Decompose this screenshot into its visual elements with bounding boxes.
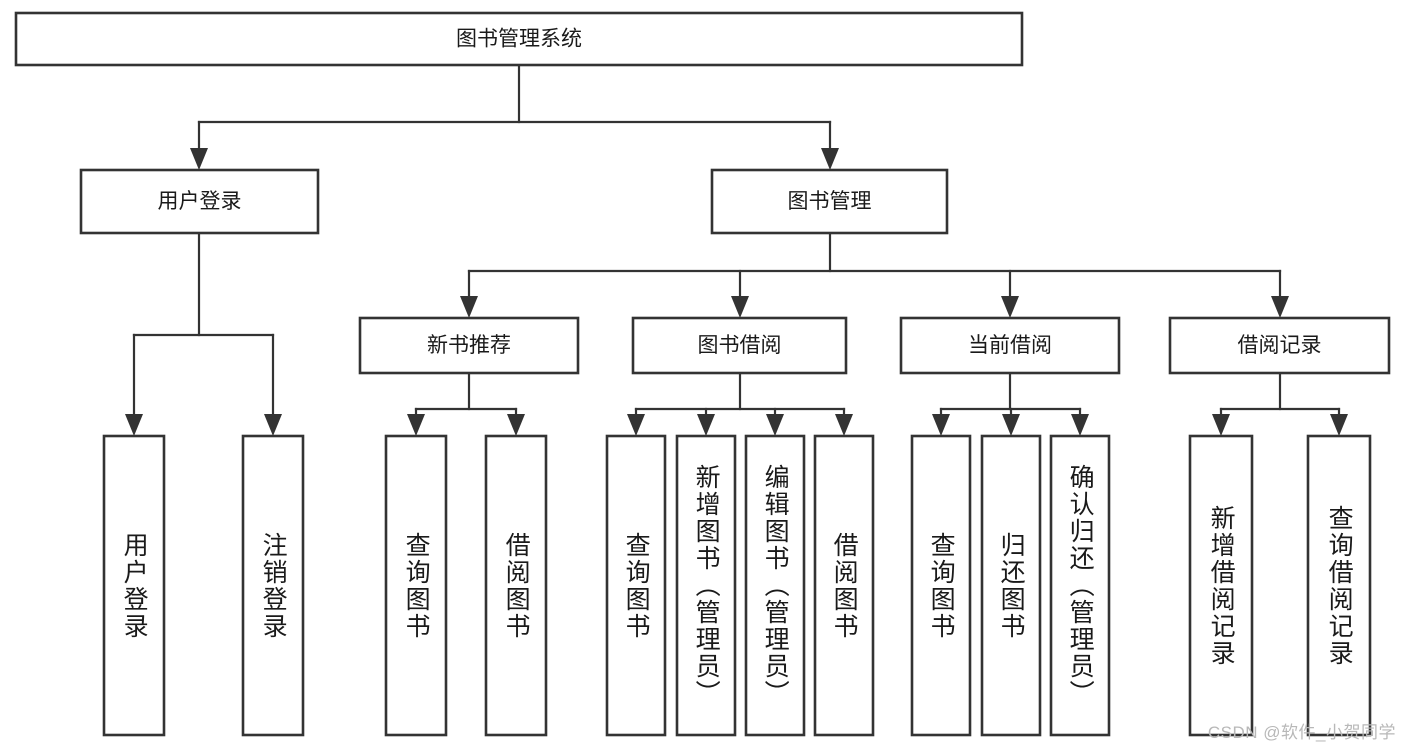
node-label-borrow-record: 借阅记录 — [1238, 334, 1322, 357]
arrow-head-new-book-recommend-drop-1 — [507, 414, 525, 436]
node-box-leaf-query-book-recommend[interactable] — [384, 434, 448, 737]
arrow-head-book-borrow-drop-3 — [835, 414, 853, 436]
node-box-book-manage[interactable] — [710, 168, 949, 235]
node-box-leaf-borrow-book-recommend[interactable] — [484, 434, 548, 737]
arrow-head-new-book-recommend-drop-0 — [407, 414, 425, 436]
connectors-layer — [125, 63, 1348, 436]
watermark-text: CSDN @软件_小贺同学 — [1207, 723, 1396, 742]
node-box-leaf-borrow-book[interactable] — [813, 434, 875, 737]
arrow-head-book-manage-drop-1 — [731, 296, 749, 318]
arrow-head-book-borrow-drop-2 — [766, 414, 784, 436]
arrow-head-current-borrow-drop-1 — [1002, 414, 1020, 436]
arrow-head-book-borrow-drop-0 — [627, 414, 645, 436]
arrow-head-current-borrow-drop-2 — [1071, 414, 1089, 436]
node-box-user-login[interactable] — [79, 168, 320, 235]
node-box-leaf-edit-book[interactable] — [744, 434, 806, 737]
node-box-new-book-recommend[interactable] — [358, 316, 580, 375]
node-box-leaf-query-borrow-record[interactable] — [1306, 434, 1372, 737]
node-label-book-manage: 图书管理 — [788, 190, 872, 213]
arrow-head-user-login-drop-0 — [125, 414, 143, 436]
node-box-leaf-confirm-return[interactable] — [1049, 434, 1111, 737]
arrow-head-user-login-drop-1 — [264, 414, 282, 436]
arrow-head-book-manage-drop-3 — [1271, 296, 1289, 318]
node-label-root: 图书管理系统 — [456, 28, 582, 51]
node-box-borrow-record[interactable] — [1168, 316, 1391, 375]
node-box-root[interactable] — [14, 11, 1024, 67]
node-label-user-login: 用户登录 — [158, 190, 242, 213]
arrow-head-book-borrow-drop-1 — [697, 414, 715, 436]
node-box-leaf-add-book[interactable] — [675, 434, 737, 737]
node-box-leaf-user-logout[interactable] — [241, 434, 305, 737]
arrow-head-current-borrow-drop-0 — [932, 414, 950, 436]
node-box-leaf-add-borrow-record[interactable] — [1188, 434, 1254, 737]
arrow-head-root-drop-1 — [821, 148, 839, 170]
node-box-current-borrow[interactable] — [899, 316, 1121, 375]
arrow-head-root-drop-0 — [190, 148, 208, 170]
node-box-leaf-query-book-current[interactable] — [910, 434, 972, 737]
node-label-current-borrow: 当前借阅 — [968, 334, 1052, 357]
node-boxes-layer — [14, 11, 1391, 737]
node-box-leaf-user-login[interactable] — [102, 434, 166, 737]
node-box-book-borrow[interactable] — [631, 316, 848, 375]
node-label-book-borrow: 图书借阅 — [698, 334, 782, 357]
node-box-leaf-query-book-borrow[interactable] — [605, 434, 667, 737]
arrow-head-borrow-record-drop-0 — [1212, 414, 1230, 436]
arrow-head-book-manage-drop-0 — [460, 296, 478, 318]
arrow-head-borrow-record-drop-1 — [1330, 414, 1348, 436]
node-label-new-book-recommend: 新书推荐 — [427, 334, 511, 357]
arrow-head-book-manage-drop-2 — [1001, 296, 1019, 318]
node-box-leaf-return-book[interactable] — [980, 434, 1042, 737]
